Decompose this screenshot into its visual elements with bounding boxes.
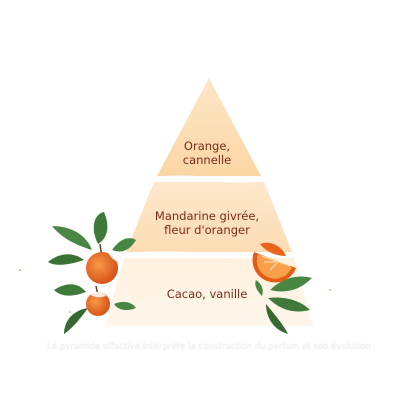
orange-slice-decoration [252,242,312,334]
leaf-icon [266,304,288,334]
mandarin-icon [86,292,110,316]
leaf-icon [255,280,263,296]
pyramid-tier-middle [126,182,292,252]
tier-top-label: Orange, cannelle [182,139,232,167]
tier-middle-label: Mandarine givrée, fleur d'oranger [154,209,260,237]
leaf-icon [114,301,136,311]
orange-slice-icon [252,242,296,283]
leaf-icon [64,308,88,334]
leaf-icon [93,212,108,244]
pyramid-caption: La pyramide olfactive interprète la cons… [47,341,371,351]
tier-bottom-label: Cacao, vanille [166,287,248,301]
pyramid-tier-top [157,78,261,176]
leaf-icon [54,284,86,296]
mandarin-icon [86,252,118,284]
frosted-mandarins-decoration [48,212,136,334]
leaf-icon [48,254,84,265]
leaf-icon [112,238,136,252]
leaf-icon [268,297,310,312]
leaf-icon [270,276,312,292]
leaf-icon [52,226,92,250]
